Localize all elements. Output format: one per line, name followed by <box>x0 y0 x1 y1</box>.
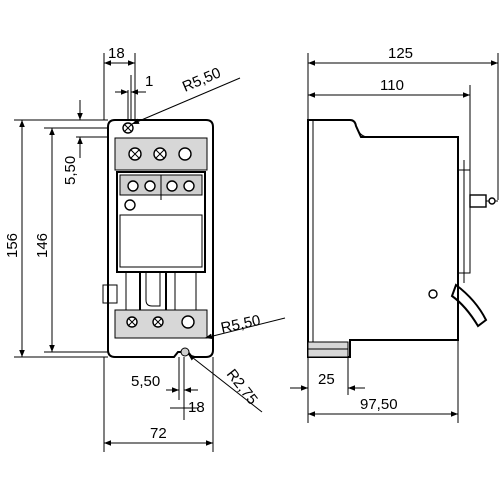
module-front-panel <box>119 214 203 268</box>
dim-depth-110: 110 <box>380 77 404 94</box>
dim-depth-125: 125 <box>388 45 413 62</box>
dim-bottom-5-50: 5,50 <box>131 373 160 390</box>
dim-left-5-50: 5,50 <box>62 156 79 185</box>
indicator-led <box>124 199 136 211</box>
dim-base-97-50: 97,50 <box>360 396 398 413</box>
module-screws <box>127 175 195 200</box>
front-view <box>102 119 214 358</box>
dim-base-25: 25 <box>318 371 335 388</box>
dim-top-18: 18 <box>108 45 125 62</box>
dim-top-radius: R5,50 <box>180 64 223 95</box>
bottom-screws <box>126 315 195 329</box>
side-housing-outline <box>307 119 459 358</box>
side-dimensions: 125 110 25 97,50 <box>290 45 499 423</box>
side-knob <box>469 194 498 208</box>
side-lever <box>450 283 488 328</box>
dim-top-1: 1 <box>145 73 153 90</box>
top-screws <box>128 147 192 161</box>
side-view <box>307 119 498 358</box>
front-dimensions: 18 1 R5,50 156 146 5,50 R5,50 R2,75 5,50 <box>4 45 286 452</box>
dim-mid-radius: R5,50 <box>219 312 262 337</box>
side-pivot <box>428 289 438 299</box>
dim-bottom-18: 18 <box>188 399 205 416</box>
side-clip <box>102 284 118 304</box>
dim-height-146: 146 <box>34 233 51 258</box>
dim-bottom-radius: R2,75 <box>223 366 261 408</box>
dim-width-72: 72 <box>150 425 167 442</box>
dim-height-156: 156 <box>4 233 21 258</box>
switch-region <box>125 271 197 315</box>
front-housing-outline <box>107 119 214 358</box>
bottom-mounting-hole <box>180 347 190 357</box>
